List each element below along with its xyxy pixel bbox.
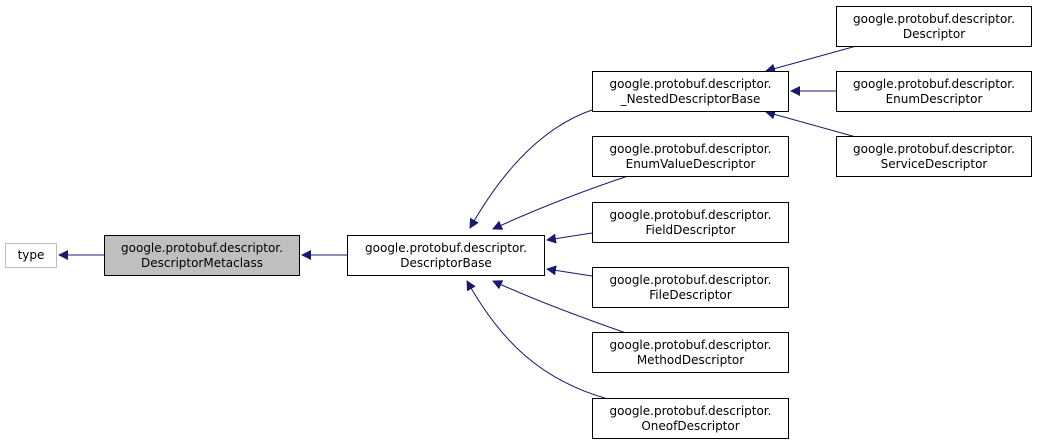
node-oneof-descriptor-line2: OneofDescriptor [641, 418, 740, 433]
edge-descriptor-to-nested [765, 44, 861, 74]
node-descriptor-line2: Descriptor [902, 26, 966, 41]
node-descriptor-base-line2: DescriptorBase [400, 255, 492, 270]
node-oneof-descriptor-line1: google.protobuf.descriptor. [609, 403, 772, 418]
node-oneof-descriptor[interactable]: google.protobuf.descriptor. OneofDescrip… [592, 398, 789, 439]
node-file-descriptor-line2: FileDescriptor [649, 287, 732, 302]
edge-nested-to-base [469, 109, 593, 229]
node-enum-value-descriptor-line2: EnumValueDescriptor [625, 156, 756, 171]
node-descriptor-metaclass-line2: DescriptorMetaclass [141, 255, 263, 270]
edge-field-to-base [546, 232, 593, 244]
node-descriptor-line1: google.protobuf.descriptor. [853, 11, 1015, 26]
node-descriptor[interactable]: google.protobuf.descriptor. Descriptor [836, 6, 1032, 47]
node-field-descriptor-line1: google.protobuf.descriptor. [609, 207, 772, 222]
node-method-descriptor-line2: MethodDescriptor [636, 352, 745, 367]
edge-oneof-to-base [466, 280, 609, 400]
node-descriptor-metaclass: google.protobuf.descriptor. DescriptorMe… [104, 235, 300, 276]
node-enum-value-descriptor[interactable]: google.protobuf.descriptor. EnumValueDes… [592, 136, 789, 177]
edge-service-to-nested [765, 109, 857, 138]
node-type-label: type [17, 248, 45, 262]
node-field-descriptor-line2: FieldDescriptor [645, 222, 736, 237]
node-file-descriptor[interactable]: google.protobuf.descriptor. FileDescript… [592, 267, 789, 308]
node-service-descriptor-line2: ServiceDescriptor [880, 156, 988, 171]
node-enum-descriptor[interactable]: google.protobuf.descriptor. EnumDescript… [836, 71, 1032, 112]
node-method-descriptor[interactable]: google.protobuf.descriptor. MethodDescri… [592, 332, 789, 373]
edge-file-to-base [546, 265, 593, 277]
edge-enumvalue-to-base [492, 175, 629, 230]
node-descriptor-base-line1: google.protobuf.descriptor. [365, 240, 527, 255]
node-descriptor-base[interactable]: google.protobuf.descriptor. DescriptorBa… [347, 235, 545, 276]
node-method-descriptor-line1: google.protobuf.descriptor. [609, 337, 772, 352]
node-enum-descriptor-line2: EnumDescriptor [885, 91, 983, 106]
node-enum-descriptor-line1: google.protobuf.descriptor. [853, 76, 1015, 91]
node-nested-descriptor-base-line2: _NestedDescriptorBase [620, 91, 761, 106]
node-nested-descriptor-base[interactable]: google.protobuf.descriptor. _NestedDescr… [592, 71, 789, 112]
node-type: type [5, 243, 57, 268]
node-field-descriptor[interactable]: google.protobuf.descriptor. FieldDescrip… [592, 202, 789, 243]
node-descriptor-metaclass-line1: google.protobuf.descriptor. [121, 240, 283, 255]
node-enum-value-descriptor-line1: google.protobuf.descriptor. [609, 141, 772, 156]
node-file-descriptor-line1: google.protobuf.descriptor. [609, 272, 772, 287]
node-nested-descriptor-base-line1: google.protobuf.descriptor. [609, 76, 772, 91]
edge-method-to-base [492, 280, 627, 334]
node-service-descriptor[interactable]: google.protobuf.descriptor. ServiceDescr… [836, 136, 1032, 177]
node-service-descriptor-line1: google.protobuf.descriptor. [853, 141, 1015, 156]
